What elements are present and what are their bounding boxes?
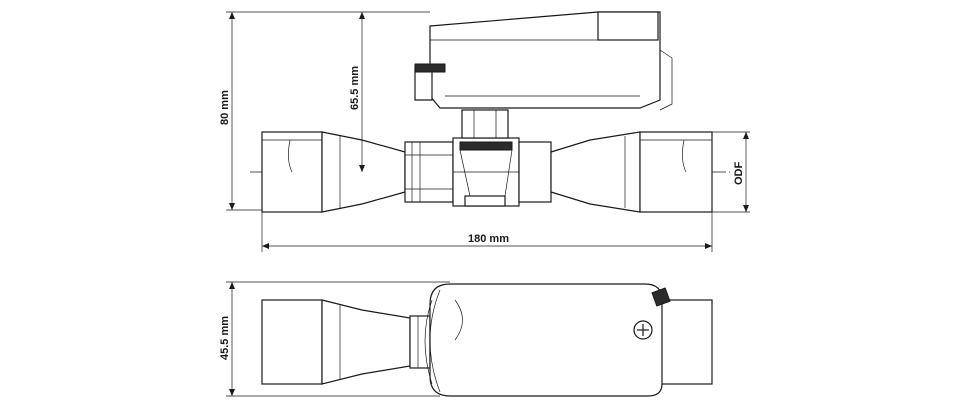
dim-180mm: 180 mm: [261, 212, 713, 252]
side-view: 80 mm 65.5 mm ODF 180 mm: [219, 11, 750, 252]
screw-icon: [633, 320, 653, 340]
label-length-overall: 180 mm: [468, 233, 509, 245]
valve-body: [452, 137, 520, 207]
label-height-actuator: 65.5 mm: [349, 66, 361, 110]
dim-45-5mm: 45.5 mm: [219, 281, 450, 397]
valve-stem: [461, 109, 509, 139]
left-pipe: [261, 131, 406, 213]
label-connection: ODF: [733, 162, 745, 186]
top-right-pipe: [659, 299, 713, 385]
label-width-top-view: 45.5 mm: [219, 316, 231, 360]
left-fitting: [404, 141, 454, 203]
right-pipe: [518, 131, 713, 213]
actuator-housing: [414, 11, 673, 111]
dim-65-5mm: 65.5 mm: [349, 12, 365, 172]
top-actuator-housing: [424, 283, 671, 397]
top-left-pipe: [261, 299, 431, 385]
label-height-overall: 80 mm: [219, 90, 231, 125]
dim-odf: ODF: [712, 131, 750, 213]
dim-80mm: 80 mm: [219, 11, 430, 211]
top-view: 45.5 mm: [219, 281, 713, 397]
